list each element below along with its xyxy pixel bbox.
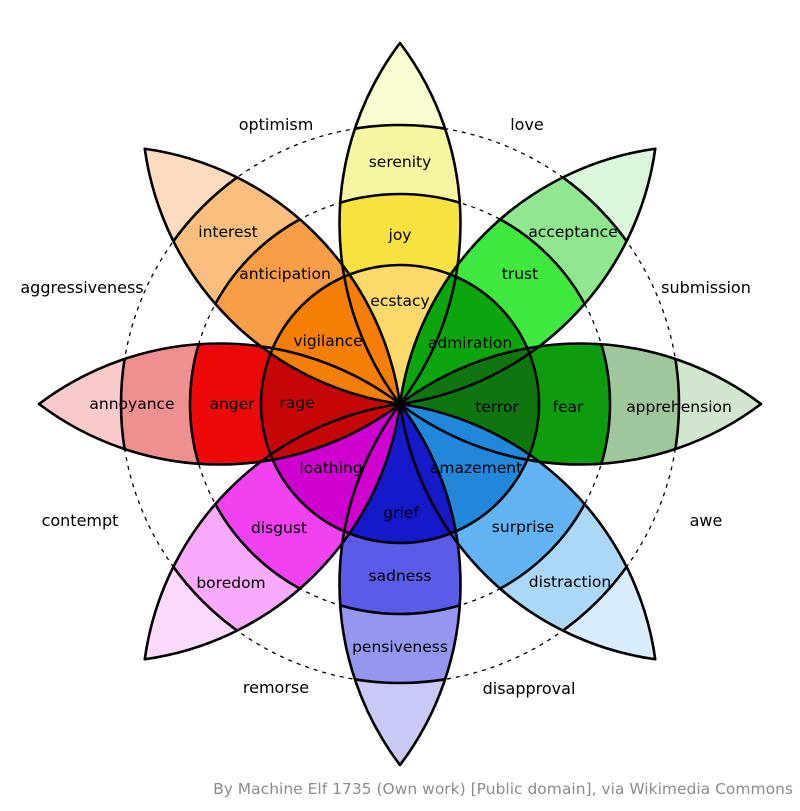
label-admiration: admiration — [428, 334, 512, 352]
label-grief: grief — [383, 504, 419, 522]
label-amazement: amazement — [430, 459, 522, 477]
emotion-labels: serenity joy ecstacy acceptance trust ad… — [89, 153, 731, 656]
label-anticipation: anticipation — [239, 265, 331, 283]
dyad-label-contempt: contempt — [42, 511, 119, 530]
dyad-label-awe: awe — [690, 511, 723, 530]
attribution-text: By Machine Elf 1735 (Own work) [Public d… — [213, 780, 793, 798]
label-acceptance: acceptance — [528, 223, 617, 241]
label-loathing: loathing — [299, 459, 362, 477]
label-terror: terror — [475, 398, 519, 416]
label-annoyance: annoyance — [89, 395, 174, 413]
label-serenity: serenity — [369, 153, 432, 171]
label-distraction: distraction — [529, 573, 611, 591]
dyad-label-love: love — [510, 115, 544, 134]
label-ecstacy: ecstacy — [370, 292, 429, 310]
center-circle-outline — [259, 263, 541, 545]
label-disgust: disgust — [251, 519, 307, 537]
label-surprise: surprise — [492, 518, 554, 536]
label-fear: fear — [553, 398, 584, 416]
label-apprehension: apprehension — [626, 398, 732, 416]
dyad-label-remorse: remorse — [243, 678, 309, 697]
label-rage: rage — [279, 394, 314, 412]
dyad-label-aggressiveness: aggressiveness — [20, 278, 143, 297]
label-sadness: sadness — [369, 567, 432, 585]
dyad-label-disapproval: disapproval — [483, 679, 576, 698]
label-trust: trust — [502, 265, 538, 283]
label-pensiveness: pensiveness — [352, 638, 448, 656]
dyad-labels: optimism love submission awe disapproval… — [20, 115, 751, 698]
label-interest: interest — [198, 223, 257, 241]
petal-outlines — [37, 41, 763, 767]
label-boredom: boredom — [196, 574, 265, 592]
label-anger: anger — [209, 395, 255, 413]
label-vigilance: vigilance — [293, 332, 362, 350]
dyad-label-submission: submission — [661, 278, 751, 297]
dyad-label-optimism: optimism — [239, 115, 314, 134]
label-joy: joy — [388, 226, 412, 244]
